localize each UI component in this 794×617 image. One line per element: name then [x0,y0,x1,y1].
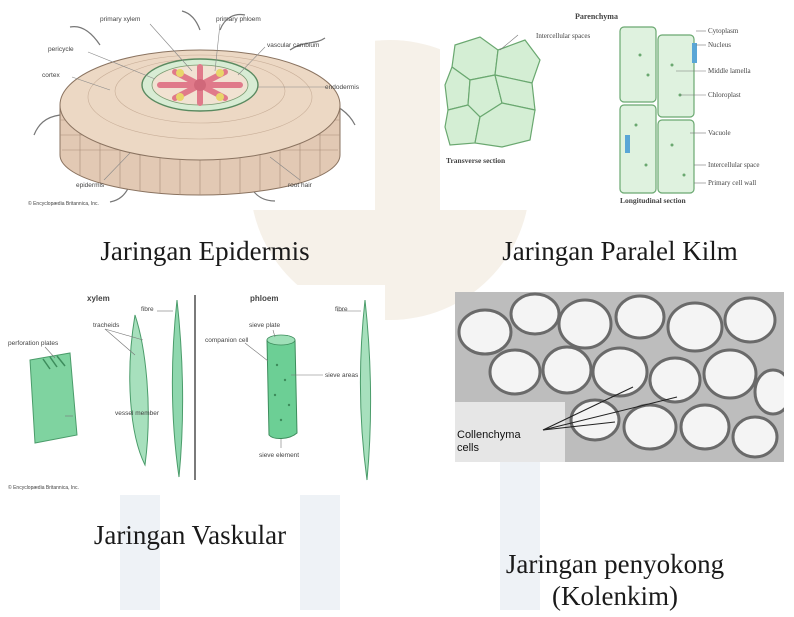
parenchyma-diagram: Parenchyma Intercellular spaces Transver… [440,5,790,210]
label-middle-lamella: Middle lamella [708,67,751,75]
label-root-hair: root hair [288,182,313,189]
label-nucleus: Nucleus [708,41,731,49]
label-intercellular-spaces: Intercellular spaces [536,32,590,40]
label-collenchyma: Collenchyma [457,429,521,441]
label-fibre-left: fibre [141,306,154,313]
label-cortex: cortex [42,72,60,79]
caption-penyokong-line2: (Kolenkim) [450,580,780,612]
label-tracheids: tracheids [93,322,120,329]
caption-penyokong-line1: Jaringan penyokong [450,548,780,580]
label-phloem: phloem [250,294,278,303]
label-cells: cells [457,442,480,454]
label-transverse-section: Transverse section [446,156,506,165]
collenchyma-photo: Collenchyma cells [455,292,784,462]
label-companion-cell: companion cell [205,337,249,344]
caption-penyokong: Jaringan penyokong (Kolenkim) [450,548,780,612]
label-fibre-right: fibre [335,306,348,313]
caption-paralel: Jaringan Paralel Kilm [460,236,780,267]
label-vacuole: Vacuole [708,129,731,137]
label-epidermis: epidermis [76,182,105,189]
label-sieve-plate: sieve plate [249,322,280,329]
vascular-diagram: xylem phloem tracheids perforation pla [5,285,385,495]
label-cytoplasm: Cytoplasm [708,27,739,35]
label-perforation-plates: perforation plates [8,340,59,347]
label-endodermis: endodermis [325,84,360,91]
caption-vaskular: Jaringan Vaskular [20,520,360,551]
label-longitudinal-section: Longitudinal section [620,196,686,205]
label-chloroplast: Chloroplast [708,91,741,99]
label-primary-phloem: primary phloem [216,16,261,23]
credit-britannica-vascular: © Encyclopædia Britannica, Inc. [8,484,79,491]
label-sieve-element: sieve element [259,452,299,459]
label-vascular-cambium: vascular cambium [267,42,319,49]
root-diagram: primary xylem primary phloem pericycle v… [20,5,375,210]
credit-britannica: © Encyclopædia Britannica, Inc. [28,200,99,207]
label-sieve-areas: sieve areas [325,372,359,379]
label-vessel-member: vessel member [115,410,160,417]
label-intercellular-space: Intercellular space [708,161,760,169]
label-xylem: xylem [87,294,110,303]
label-primary-xylem: primary xylem [100,16,140,23]
label-primary-cell-wall: Primary cell wall [708,179,756,187]
label-pericycle: pericycle [48,46,74,53]
caption-epidermis: Jaringan Epidermis [40,236,370,267]
parenchyma-title: Parenchyma [575,12,618,21]
